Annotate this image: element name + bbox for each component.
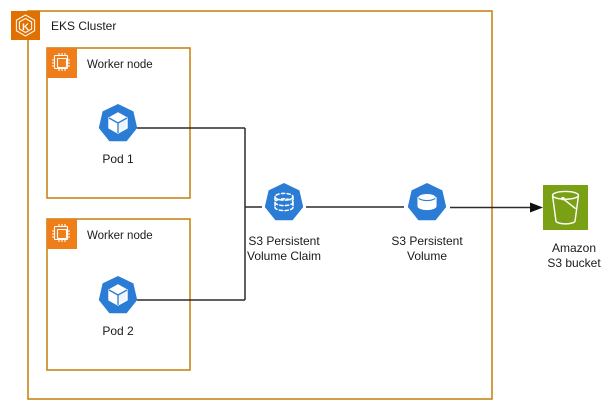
eks-cluster-icon: K <box>11 11 40 40</box>
svg-text:K: K <box>22 22 29 33</box>
persistent-volume-claim-icon <box>264 183 304 221</box>
pod-2-label: Pod 2 <box>102 324 134 338</box>
eks-cluster-label: EKS Cluster <box>51 19 116 33</box>
arrowhead-to-s3-bucket <box>530 202 543 213</box>
s3-bucket-label-line1: Amazon <box>552 241 596 255</box>
worker-node-1-label: Worker node <box>87 59 153 71</box>
persistent-volume-icon <box>407 183 447 221</box>
eks-cluster-boundary <box>27 10 493 400</box>
s3-bucket-label-line2: S3 bucket <box>547 256 601 270</box>
worker-node-1-boundary <box>46 47 191 199</box>
pod-1-label: Pod 1 <box>102 152 134 166</box>
worker-node-2-label: Worker node <box>87 230 153 242</box>
volume-claim-label-line2: Volume Claim <box>247 249 321 263</box>
volume-label-line1: S3 Persistent <box>391 234 463 248</box>
volume-claim-label-line1: S3 Persistent <box>248 234 320 248</box>
amazon-s3-bucket-icon <box>543 185 588 230</box>
worker-node-2-icon <box>47 219 77 249</box>
worker-node-1-icon <box>47 48 77 78</box>
kubernetes-pod-2-icon <box>98 276 138 314</box>
kubernetes-pod-1-icon <box>98 104 138 142</box>
volume-label-line2: Volume <box>407 249 447 263</box>
worker-node-2-boundary <box>46 218 191 371</box>
